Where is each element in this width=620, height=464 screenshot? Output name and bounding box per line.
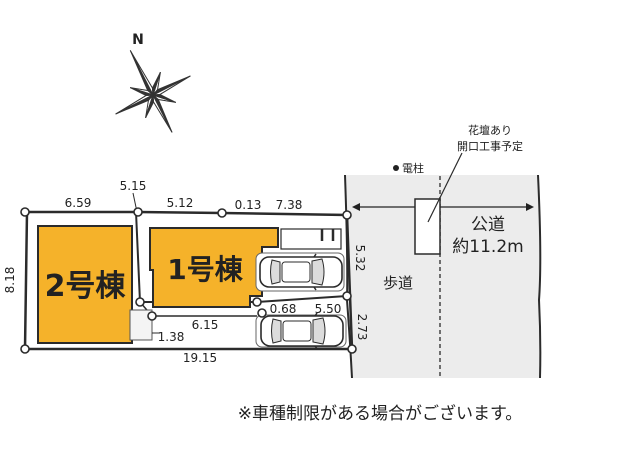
sidewalk-label: 歩道 <box>383 274 413 292</box>
building-lot2 <box>37 225 133 344</box>
flowerbed-callout <box>427 152 463 223</box>
dimension-strip: 1.38 <box>158 330 185 344</box>
boundary-marker <box>342 291 352 301</box>
dimension-left: 8.18 <box>3 267 17 294</box>
arrow-left-icon <box>352 203 360 211</box>
dimension-top-left: 6.59 <box>65 196 92 210</box>
compass-point <box>129 87 154 97</box>
carport-structure <box>280 228 342 250</box>
dimension-parking-small: 0.68 <box>270 302 297 316</box>
dimension-bottom: 19.15 <box>183 351 217 365</box>
utility-pole-icon <box>393 165 399 171</box>
car-icon <box>259 253 343 291</box>
boundary-marker <box>133 207 143 217</box>
boundary-marker <box>252 297 262 307</box>
boundary-marker <box>342 210 352 220</box>
strip-notch <box>129 309 153 341</box>
flowerbed-label-2: 開口工事予定 <box>457 139 523 153</box>
dimension-top-small: 0.13 <box>235 198 262 212</box>
compass-point <box>152 93 177 103</box>
road-label: 公道 <box>471 215 505 235</box>
compass-point <box>152 75 191 96</box>
compass-point <box>145 94 155 119</box>
boundary-marker <box>135 297 145 307</box>
road-area <box>345 175 541 378</box>
boundary-marker <box>20 207 30 217</box>
compass-north-label: N <box>132 32 144 48</box>
boundary-marker <box>147 311 157 321</box>
compass-point <box>152 94 173 133</box>
building-lot1 <box>149 227 279 308</box>
dimension-road-lot1: 5.32 <box>353 245 367 272</box>
boundary-markers <box>20 207 357 354</box>
compass-point <box>151 71 161 96</box>
dimension-road-lot2: 2.73 <box>355 314 369 341</box>
utility-pole-label: 電柱 <box>402 161 424 175</box>
car-icon <box>260 312 344 350</box>
road-width-label: 約11.2m <box>452 237 523 257</box>
flowerbed <box>414 198 441 255</box>
road-edge-right <box>537 174 542 379</box>
building-lot2-label: 2号棟 <box>45 269 127 304</box>
arrow-right-icon <box>526 203 534 211</box>
dimension-top-mid: 5.12 <box>167 196 194 210</box>
compass-rose-icon <box>115 50 191 133</box>
boundary-marker <box>257 308 267 318</box>
building-lot1-label: 1号棟 <box>167 253 243 286</box>
dimension-inner: 6.15 <box>192 318 219 332</box>
boundary-marker <box>347 344 357 354</box>
boundary-marker <box>217 208 227 218</box>
boundary-marker <box>20 344 30 354</box>
vehicle-restriction-note: ※車種制限がある場合がございます。 <box>238 403 523 424</box>
dimension-top-right: 7.38 <box>276 198 303 212</box>
dimension-lot-divider: 5.15 <box>120 179 147 193</box>
dimension-parking-length: 5.50 <box>315 302 342 316</box>
compass-point <box>115 94 154 115</box>
flowerbed-label-1: 花壇あり <box>468 123 512 137</box>
